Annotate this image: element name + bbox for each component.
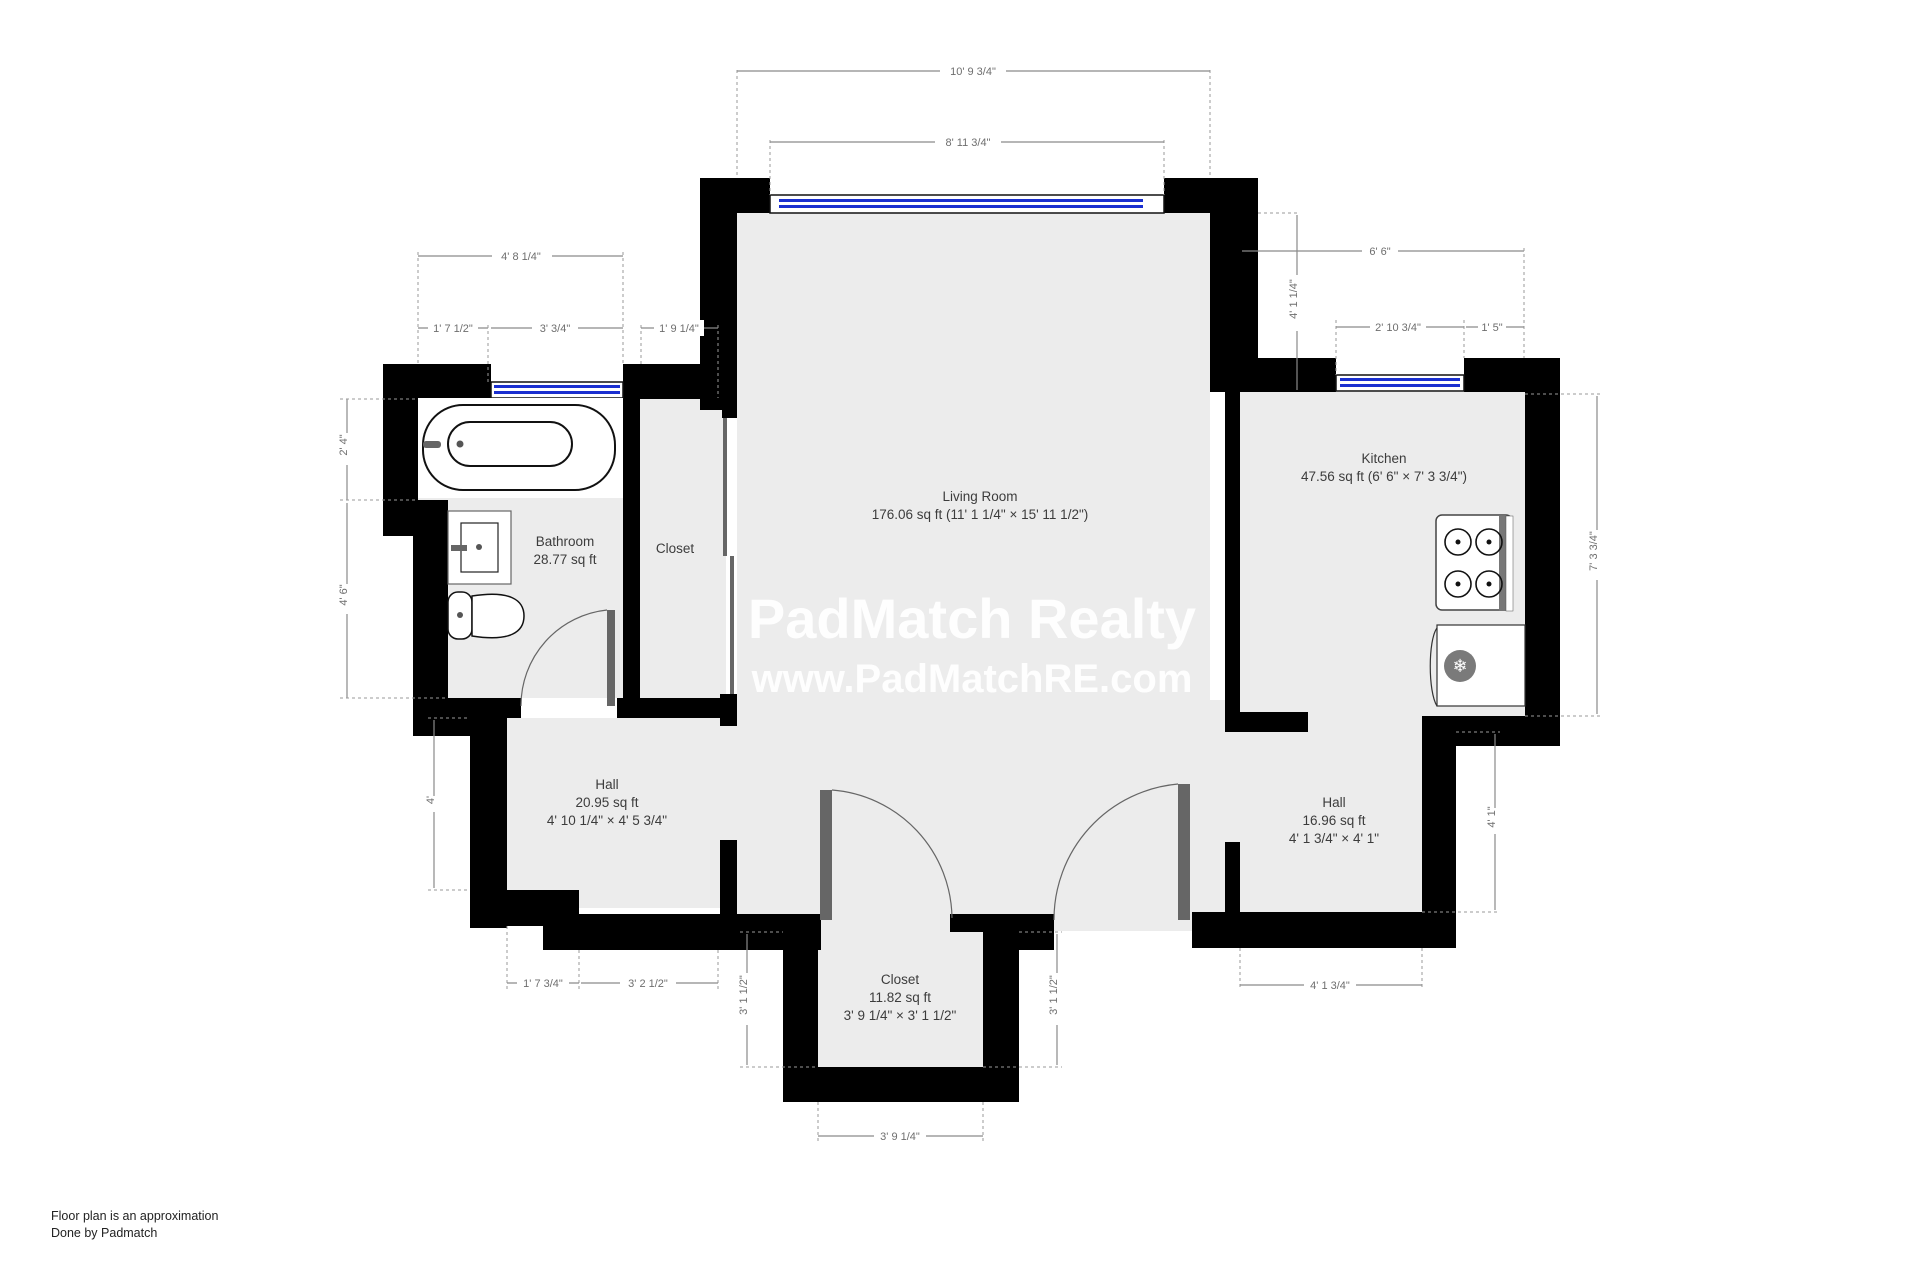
dimension-labels: 10' 9 3/4" 8' 11 3/4" 4' 8 1/4" 1' 7 1/2… [338, 63, 1606, 1144]
window-living-room [769, 194, 1165, 214]
hall-left-area: 20.95 sq ft [575, 795, 638, 810]
closet-bottom-door[interactable] [820, 790, 832, 920]
dim-hall-right-bottom: 4' 1 3/4" [1310, 980, 1350, 992]
dim-bath-lower-height: 4' 6" [338, 584, 350, 605]
watermark: PadMatch Realty www.PadMatchRE.com [748, 587, 1196, 701]
window-kitchen [1335, 374, 1465, 392]
watermark-url: www.PadMatchRE.com [751, 657, 1193, 701]
dim-kitchen-offset-height: 4' 1 1/4" [1288, 279, 1300, 319]
dim-top-window: 8' 11 3/4" [946, 137, 991, 149]
closet-bottom-name: Closet [881, 972, 920, 987]
windows [490, 194, 1465, 399]
closet-sliding-door-upper[interactable] [723, 418, 727, 556]
closet-left-floor [638, 398, 726, 698]
dim-kitchen-height: 7' 3 3/4" [1588, 531, 1600, 571]
dim-hall-left-bottom-b: 3' 2 1/2" [628, 978, 668, 990]
living-room-floor [737, 213, 1210, 931]
hall-right-name: Hall [1322, 795, 1345, 810]
entry-floor [1050, 920, 1190, 930]
stove-icon [1435, 514, 1514, 612]
hall-right-dims: 4' 1 3/4" × 4' 1" [1289, 831, 1379, 846]
closet-bottom-area: 11.82 sq ft [869, 990, 931, 1005]
dim-bath-top-left: 1' 7 1/2" [433, 323, 473, 335]
dim-kitchen-top-width: 6' 6" [1369, 246, 1390, 258]
doors [520, 418, 1190, 921]
walls [383, 178, 1560, 1102]
toilet-icon [447, 591, 525, 640]
dim-hall-right-height: 4' 1" [1486, 806, 1498, 827]
hall-left-name: Hall [595, 777, 618, 792]
closet-sliding-door-lower[interactable] [730, 556, 734, 694]
kitchen-name: Kitchen [1361, 451, 1406, 466]
fixtures: ❄ [418, 398, 1526, 707]
dim-closet-right-height: 3' 1 1/2" [1048, 975, 1060, 1015]
footer-approximation: Floor plan is an approximation [51, 1209, 219, 1223]
snowflake-icon [1444, 650, 1476, 682]
kitchen-area: 47.56 sq ft (6' 6" × 7' 3 3/4") [1301, 469, 1467, 484]
dim-kitchen-window: 2' 10 3/4" [1375, 322, 1421, 334]
bathroom-door[interactable] [607, 610, 615, 706]
bathtub-icon [418, 398, 623, 498]
bathroom-area: 28.77 sq ft [533, 552, 596, 567]
dim-bath-top-total: 4' 8 1/4" [501, 251, 541, 263]
closet-left-name: Closet [656, 541, 695, 556]
dim-bath-window: 3' 3/4" [540, 323, 571, 335]
dim-closet-top: 1' 9 1/4" [659, 323, 699, 335]
footer-credit: Done by Padmatch [51, 1226, 158, 1240]
closet-bottom-dims: 3' 9 1/4" × 3' 1 1/2" [844, 1008, 957, 1023]
dim-bath-tub-height: 2' 4" [338, 434, 350, 455]
window-bathroom [490, 381, 624, 399]
footer-note: Floor plan is an approximation Done by P… [51, 1208, 218, 1242]
sink-icon [447, 510, 512, 585]
bathroom-name: Bathroom [536, 534, 595, 549]
dim-closet-bottom-width: 3' 9 1/4" [880, 1131, 920, 1143]
hall-right-area: 16.96 sq ft [1302, 813, 1365, 828]
room-labels: Living Room 176.06 sq ft (11' 1 1/4" × 1… [533, 451, 1467, 1023]
closet-bottom-floor [818, 918, 983, 1068]
left-hall-floor [507, 718, 739, 908]
entry-door[interactable] [1178, 784, 1190, 920]
dim-hall-left-height: 4' [425, 796, 437, 804]
refrigerator-icon: ❄ [1429, 624, 1526, 707]
dim-top-outer: 10' 9 3/4" [950, 66, 996, 78]
hall-left-dims: 4' 10 1/4" × 4' 5 3/4" [547, 813, 667, 828]
dim-hall-left-bottom-a: 1' 7 3/4" [523, 978, 563, 990]
watermark-brand: PadMatch Realty [748, 587, 1196, 650]
living-room-area: 176.06 sq ft (11' 1 1/4" × 15' 11 1/2") [872, 507, 1089, 522]
living-room-name: Living Room [942, 489, 1017, 504]
svg-text:❄: ❄ [1452, 656, 1467, 677]
dim-closet-left-height: 3' 1 1/2" [738, 975, 750, 1015]
dim-kitchen-window-right: 1' 5" [1481, 322, 1502, 334]
right-hall-floor [1208, 718, 1422, 912]
